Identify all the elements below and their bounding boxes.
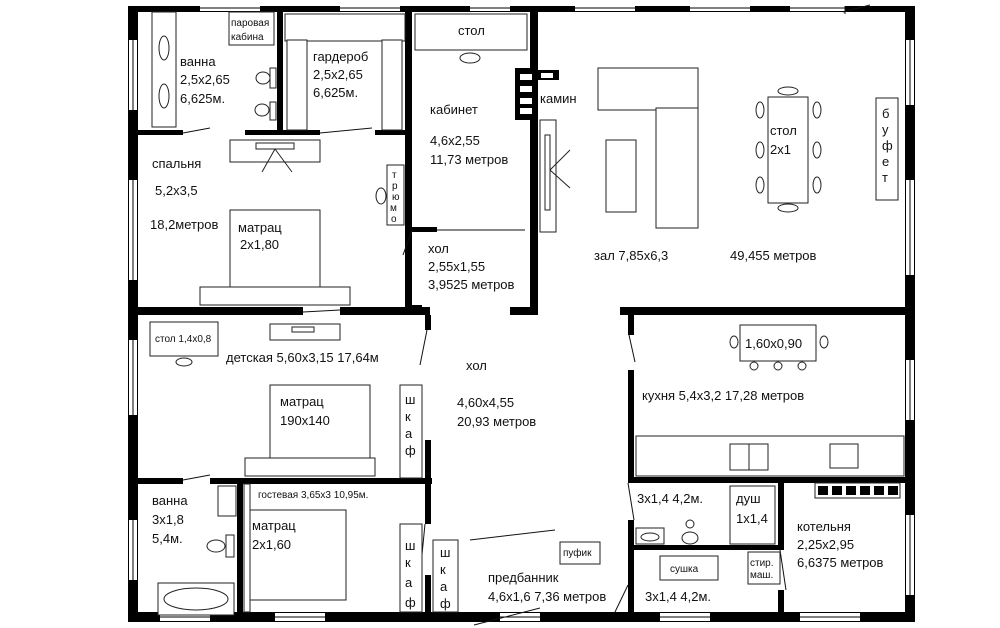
trumo-letter: м — [390, 203, 397, 214]
closet-letter: а — [405, 426, 413, 441]
bath-bottom-area: 5,4м. — [152, 531, 183, 546]
closet-letter: к — [405, 409, 411, 424]
mattress-1-name: матрац — [238, 220, 282, 235]
closet-letter: ф — [405, 443, 416, 458]
closet-letter: к — [405, 555, 411, 570]
boiler-dims: 2,25x2,95 — [797, 537, 854, 552]
bath-bottom-name: ванна — [152, 493, 188, 508]
hall-big-name: хол — [466, 358, 487, 373]
bath-top-name: ванна — [180, 54, 216, 69]
pouf-label: пуфик — [563, 547, 592, 559]
steam-label-1: паровая — [231, 18, 269, 29]
office-area: 11,73 метров — [430, 152, 508, 167]
wardrobe-dims: 2,5x2,65 — [313, 67, 363, 82]
shower-dims: 1x1,4 — [736, 511, 768, 526]
trumo-letter: о — [391, 214, 397, 225]
closet-letter: ф — [440, 596, 451, 611]
closet-letter: ш — [405, 538, 415, 553]
mattress-3-name: матрац — [252, 518, 296, 533]
bath-top-dims: 2,5x2,65 — [180, 72, 230, 87]
closet-letter: а — [405, 575, 413, 590]
laundry-label: 3x1,4 4,2м. — [645, 589, 711, 604]
bedroom-name: спальня — [152, 156, 201, 171]
kitchen-table-label: 1,60x0,90 — [745, 336, 802, 351]
bedroom-dims: 5,2x3,5 — [155, 183, 198, 198]
buffet-letter: т — [882, 170, 888, 185]
trumo-letter: т — [392, 170, 397, 181]
living-area: 49,455 метров — [730, 248, 817, 263]
dining-table-dims: 2x1 — [770, 142, 791, 157]
closet-letter: а — [440, 579, 448, 594]
office-name: кабинет — [430, 102, 478, 117]
closet-letter: ш — [440, 545, 450, 560]
interior-walls — [138, 10, 905, 612]
guest-room-label: гостевая 3,65x3 10,95м. — [258, 490, 368, 501]
trumo-letter: ю — [392, 192, 400, 203]
dining-table-name: стол — [770, 123, 797, 138]
mattress-2-dims: 190x140 — [280, 413, 330, 428]
office-dims: 4,6x2,55 — [430, 133, 480, 148]
hall-small-dims: 2,55x1,55 — [428, 259, 485, 274]
hall-big-dims: 4,60x4,55 — [457, 395, 514, 410]
bath-top-area: 6,625м. — [180, 91, 225, 106]
fireplace-label: камин — [540, 91, 577, 106]
bedroom-area: 18,2метров — [150, 217, 218, 232]
furniture — [149, 11, 905, 616]
mattress-2-name: матрац — [280, 394, 324, 409]
steam-label-2: кабина — [231, 31, 264, 43]
kids-desk-label: стол 1,4x0,8 — [155, 334, 212, 345]
boiler-area: 6,6375 метров — [797, 555, 884, 570]
boiler-name: котельня — [797, 519, 851, 534]
top-table-label: стол — [458, 23, 485, 38]
hall-big-area: 20,93 метров — [457, 414, 536, 429]
buffet-letter: у — [882, 122, 889, 137]
closet-letter: ф — [405, 595, 416, 610]
mattress-1-dims: 2x1,80 — [240, 237, 279, 252]
dryer-label: сушка — [670, 564, 699, 575]
hall-small-name: хол — [428, 241, 449, 256]
buffet-letter: е — [882, 154, 889, 169]
anteroom-label: 4,6x1,6 7,36 метров — [488, 589, 606, 604]
kids-room-label: детская 5,60x3,15 17,64м — [226, 350, 379, 365]
buffet-letter: б — [882, 106, 889, 121]
buffet-letter: ф — [882, 138, 893, 153]
hall-small-area: 3,9525 метров — [428, 277, 515, 292]
anteroom-name: предбанник — [488, 570, 559, 585]
wardrobe-area: 6,625м. — [313, 85, 358, 100]
labels: ванна 2,5x2,65 6,625м. паровая кабина га… — [150, 18, 893, 611]
shower-name: душ — [736, 491, 761, 506]
wardrobe-name: гардероб — [313, 49, 368, 64]
living-name: зал 7,85x6,3 — [594, 248, 668, 263]
washer-label-2: маш. — [750, 570, 773, 581]
kitchen-label: кухня 5,4x3,2 17,28 метров — [642, 388, 804, 403]
mattress-3-dims: 2x1,60 — [252, 537, 291, 552]
trumo-letter: р — [392, 181, 398, 192]
wc-1-label: 3x1,4 4,2м. — [637, 491, 703, 506]
closet-letter: ш — [405, 392, 415, 407]
bath-bottom-dims: 3x1,8 — [152, 512, 184, 527]
closet-letter: к — [440, 562, 446, 577]
washer-label-1: стир. — [750, 558, 774, 569]
